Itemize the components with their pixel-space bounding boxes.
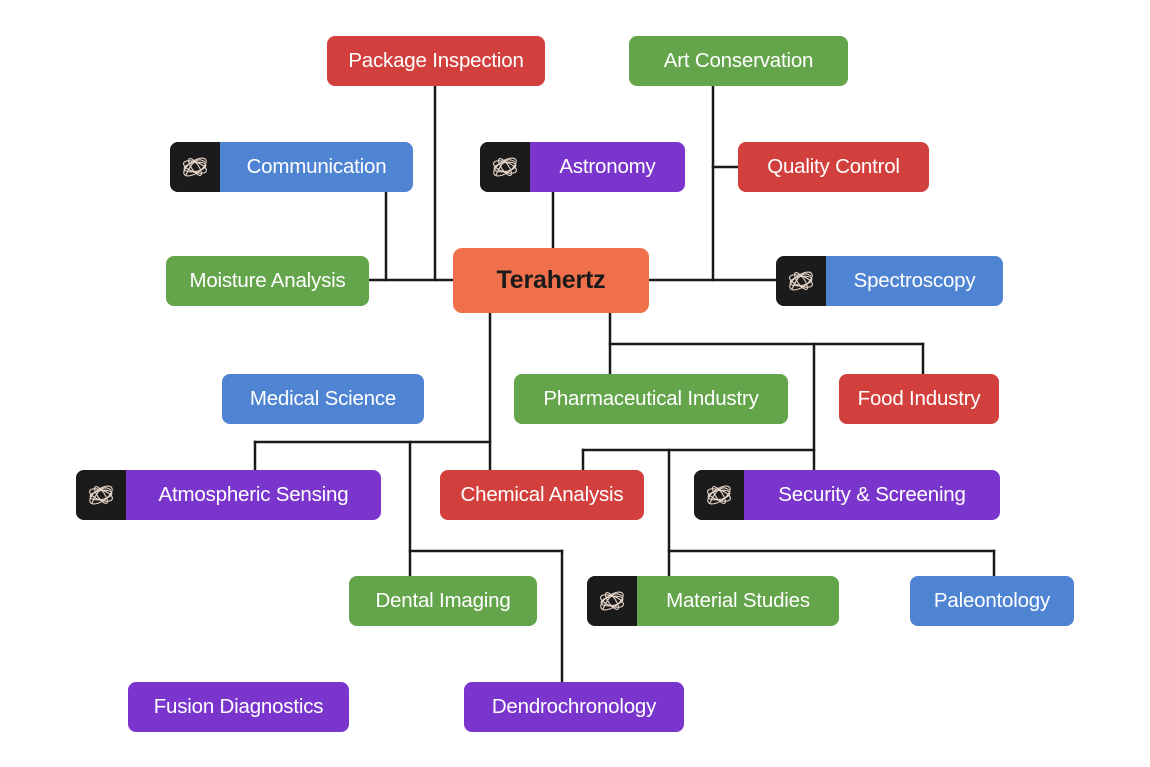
spiral-swirl-icon xyxy=(170,142,220,192)
node-label: Communication xyxy=(246,155,387,178)
node-label: Security & Screening xyxy=(778,483,966,506)
node-food-industry: Food Industry xyxy=(839,374,999,424)
spiral-swirl-icon xyxy=(480,142,530,192)
node-atmospheric-sensing: Atmospheric Sensing xyxy=(76,470,381,520)
node-label: Astronomy xyxy=(559,155,656,178)
node-dendrochronology: Dendrochronology xyxy=(464,682,684,732)
spiral-swirl-icon xyxy=(776,256,826,306)
node-pharmaceutical-industry: Pharmaceutical Industry xyxy=(514,374,788,424)
node-label: Fusion Diagnostics xyxy=(153,695,324,718)
node-medical-science: Medical Science xyxy=(222,374,424,424)
node-chemical-analysis: Chemical Analysis xyxy=(440,470,644,520)
center-node-label: Terahertz xyxy=(496,266,606,294)
node-spectroscopy: Spectroscopy xyxy=(776,256,1003,306)
spiral-swirl-icon xyxy=(76,470,126,520)
node-label: Medical Science xyxy=(249,387,397,410)
node-fusion-diagnostics: Fusion Diagnostics xyxy=(128,682,349,732)
node-label: Paleontology xyxy=(933,589,1051,612)
node-label: Food Industry xyxy=(857,387,981,410)
node-label: Spectroscopy xyxy=(853,269,976,292)
node-label: Package Inspection xyxy=(348,49,524,72)
node-label: Dendrochronology xyxy=(491,695,657,718)
node-moisture-analysis: Moisture Analysis xyxy=(166,256,369,306)
node-label: Dental Imaging xyxy=(375,589,511,612)
node-label: Quality Control xyxy=(767,155,900,178)
node-label: Atmospheric Sensing xyxy=(158,483,349,506)
node-quality-control: Quality Control xyxy=(738,142,929,192)
node-astronomy: Astronomy xyxy=(480,142,685,192)
node-material-studies: Material Studies xyxy=(587,576,839,626)
node-package-inspection: Package Inspection xyxy=(327,36,545,86)
node-label: Art Conservation xyxy=(663,49,814,72)
center-node-terahertz: Terahertz xyxy=(453,248,649,313)
node-paleontology: Paleontology xyxy=(910,576,1074,626)
node-security-screening: Security & Screening xyxy=(694,470,1000,520)
node-label: Chemical Analysis xyxy=(460,483,624,506)
spiral-swirl-icon xyxy=(694,470,744,520)
node-label: Moisture Analysis xyxy=(189,269,346,292)
node-communication: Communication xyxy=(170,142,413,192)
node-dental-imaging: Dental Imaging xyxy=(349,576,537,626)
node-label: Pharmaceutical Industry xyxy=(543,387,759,410)
node-label: Material Studies xyxy=(666,589,810,612)
spiral-swirl-icon xyxy=(587,576,637,626)
node-art-conservation: Art Conservation xyxy=(629,36,848,86)
